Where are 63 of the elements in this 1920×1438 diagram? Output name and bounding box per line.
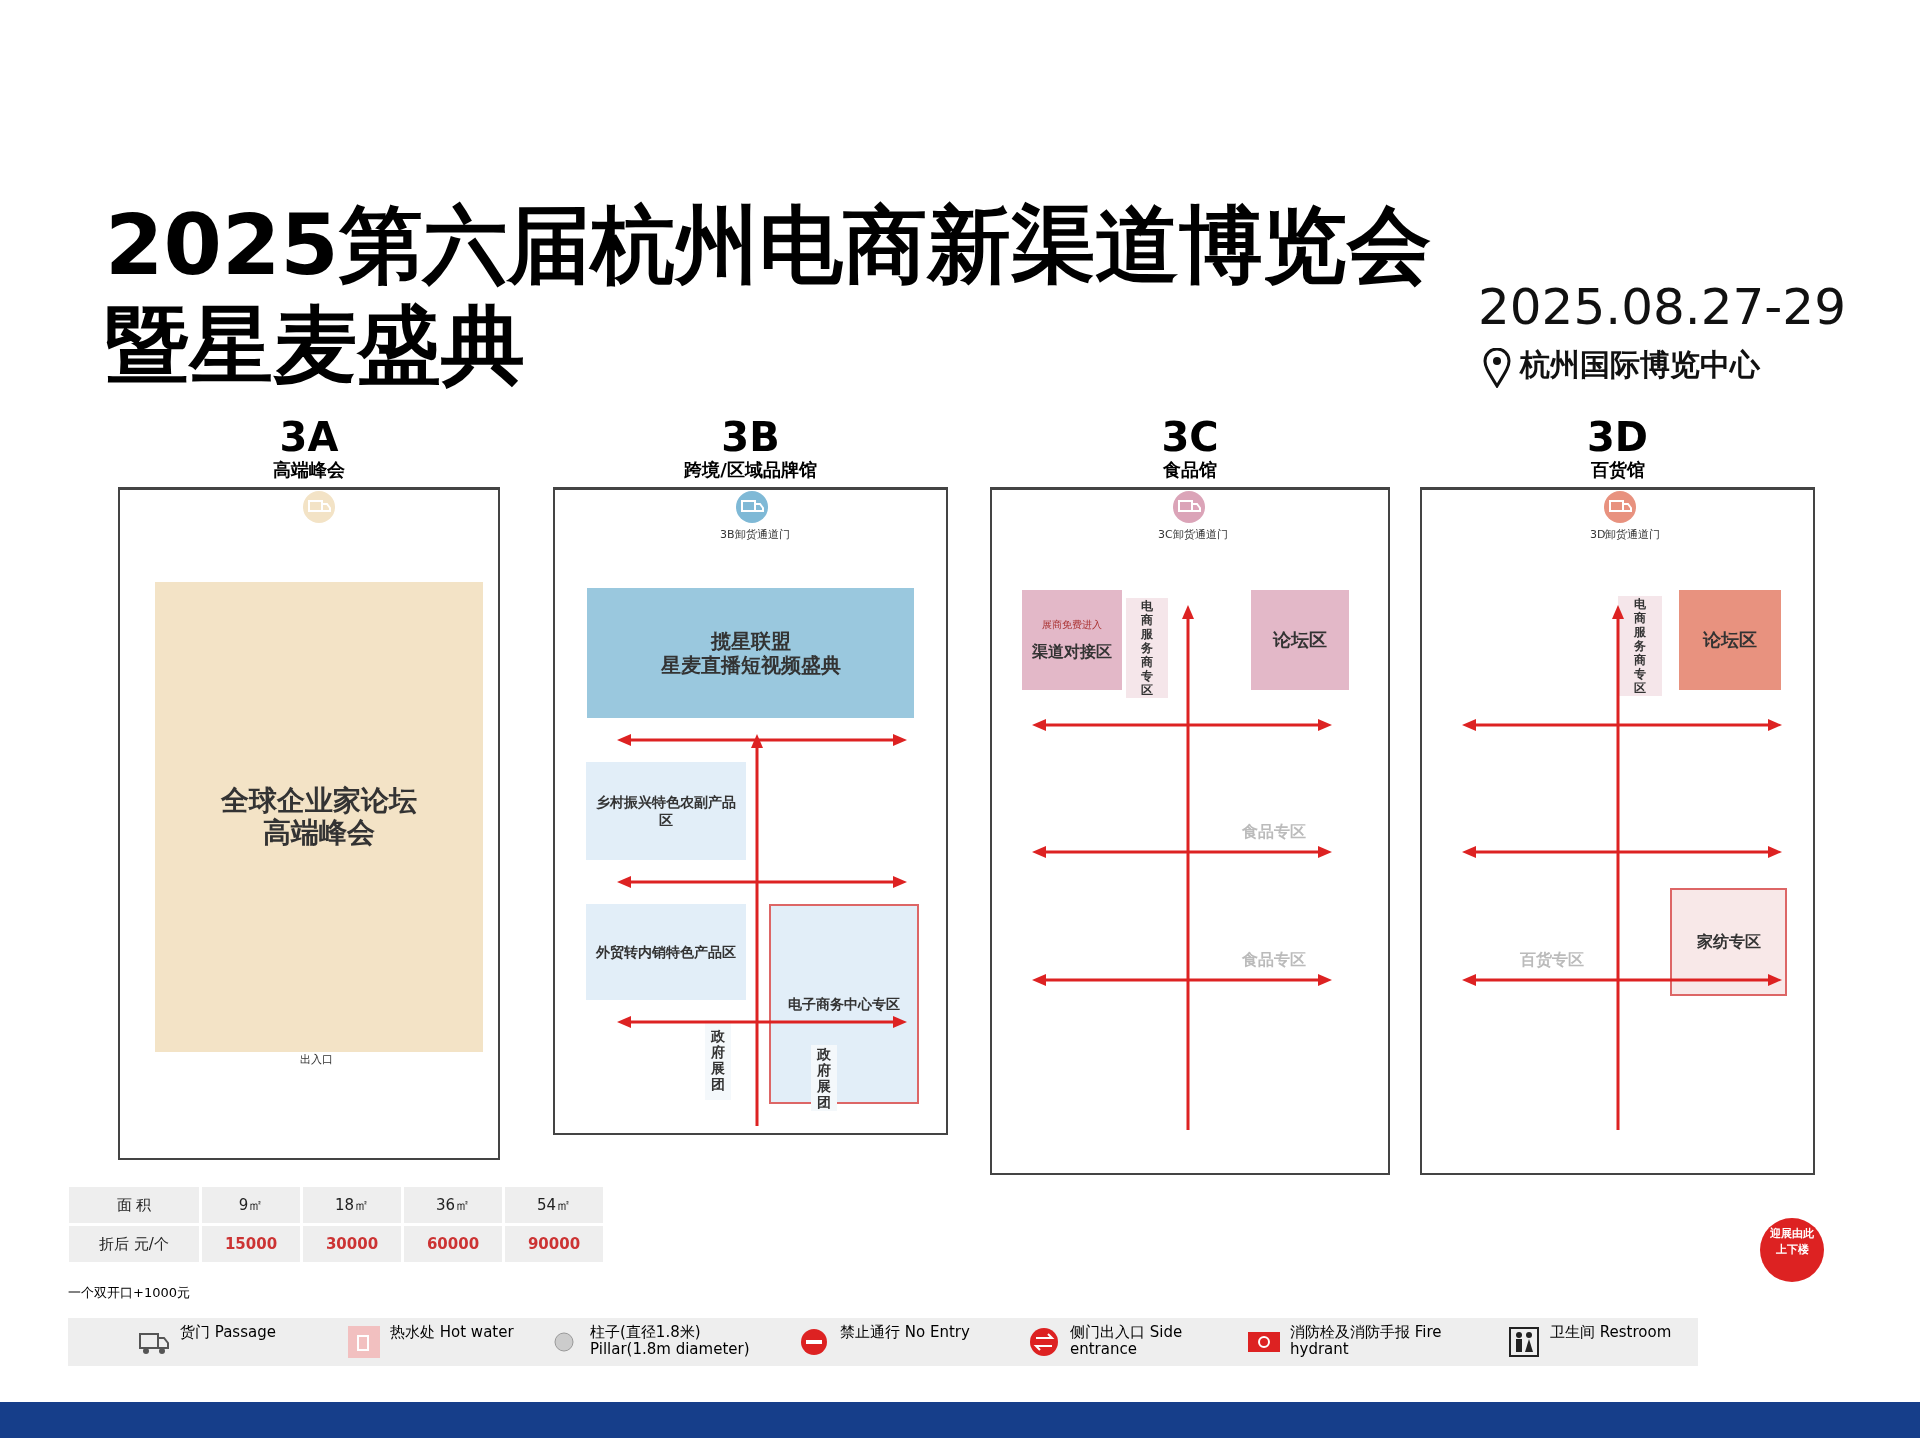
door-label: 3C卸货通道门 (1158, 527, 1228, 542)
forum-area (155, 582, 483, 1052)
table-cell: 36㎡ (404, 1187, 502, 1223)
table-cell: 15000 (202, 1226, 300, 1262)
page-title: 2025第六届杭州电商新渠道博览会暨星麦盛典 (105, 195, 1432, 395)
zone-title: 电子商务中心专区 (788, 995, 900, 1013)
zone-note: 展商免费进入 (1042, 618, 1102, 632)
legend-label: 消防栓及消防手报 Fire hydrant (1290, 1324, 1443, 1358)
zone-watermark: 食品专区 (1242, 950, 1306, 971)
zone-title: 外贸转内销特色产品区 (596, 943, 736, 961)
table-cell: 54㎡ (505, 1187, 603, 1223)
legend-label: 侧门出入口 Side entrance (1070, 1324, 1184, 1358)
table-cell: 60000 (404, 1226, 502, 1262)
exhibition-zone (705, 1020, 731, 1100)
hall-code: 3C (1160, 415, 1220, 459)
zone-title: 论坛区 (1703, 629, 1757, 651)
zone-title: 乡村振兴特色农副产品区 (595, 793, 737, 829)
zone-title: 全球企业家论坛高端峰会 (220, 785, 418, 849)
legend-label: 卫生间 Restroom (1550, 1324, 1673, 1341)
table-cell: 90000 (505, 1226, 603, 1262)
door-label: 3B卸货通道门 (720, 527, 790, 542)
zone-title: 电商服务商专区 (1141, 599, 1153, 697)
zone-watermark: 百货专区 (1520, 950, 1584, 971)
zone-title: 揽星联盟 (710, 629, 791, 653)
legend-label: 禁止通行 No Entry (840, 1324, 971, 1341)
table-cell: 折后 元/个 (69, 1226, 199, 1262)
hall-code: 3A (278, 415, 340, 459)
zone-title: 电商服务商专区 (1634, 597, 1646, 695)
exhibition-zone (1618, 596, 1662, 696)
zone-watermark: 食品专区 (1242, 822, 1306, 843)
hall-name: 百货馆 (1589, 459, 1646, 481)
legend-label: 货门 Passage (180, 1324, 277, 1341)
forum-area (1251, 590, 1349, 690)
door-label: 3D卸货通道门 (1590, 527, 1661, 542)
event-date: 2025.08.27-29 (1478, 278, 1846, 336)
legend-label: 热水处 Hot water (390, 1324, 515, 1341)
exhibition-zone (1670, 888, 1787, 996)
hall-name: 高端峰会 (272, 459, 346, 481)
forum-area (1679, 590, 1781, 690)
stairs-badge: 迎展由此上下楼 (1760, 1218, 1824, 1282)
hall-code: 3B (721, 415, 781, 459)
table-cell: 9㎡ (202, 1187, 300, 1223)
zone-title: 政府展团 (817, 1046, 831, 1110)
hall-name: 跨境/区域品牌馆 (683, 459, 818, 481)
zone-title: 渠道对接区 (1032, 642, 1112, 662)
table-cell: 18㎡ (303, 1187, 401, 1223)
legend-label: 柱子(直径1.8米) Pillar(1.8m diameter) (590, 1324, 751, 1358)
venue-name: 杭州国际博览中心 (1520, 346, 1760, 384)
zone-title: 论坛区 (1273, 629, 1327, 651)
price-note: 一个双开口+1000元 (68, 1284, 190, 1302)
exhibition-zone (586, 904, 746, 1000)
table-cell: 面 积 (69, 1187, 199, 1223)
hall-code: 3D (1585, 415, 1649, 459)
zone-title: 政府展团 (711, 1028, 725, 1092)
exhibition-zone (1126, 598, 1168, 698)
zone-title: 星麦直播短视频盛典 (660, 653, 841, 677)
zone-title: 家纺专区 (1696, 932, 1761, 952)
table-cell: 30000 (303, 1226, 401, 1262)
stage-area (587, 588, 914, 718)
exhibition-zone (1022, 590, 1122, 690)
exhibition-zone (586, 762, 746, 860)
hall-name: 食品馆 (1162, 459, 1218, 481)
exhibition-zone (811, 1045, 837, 1111)
